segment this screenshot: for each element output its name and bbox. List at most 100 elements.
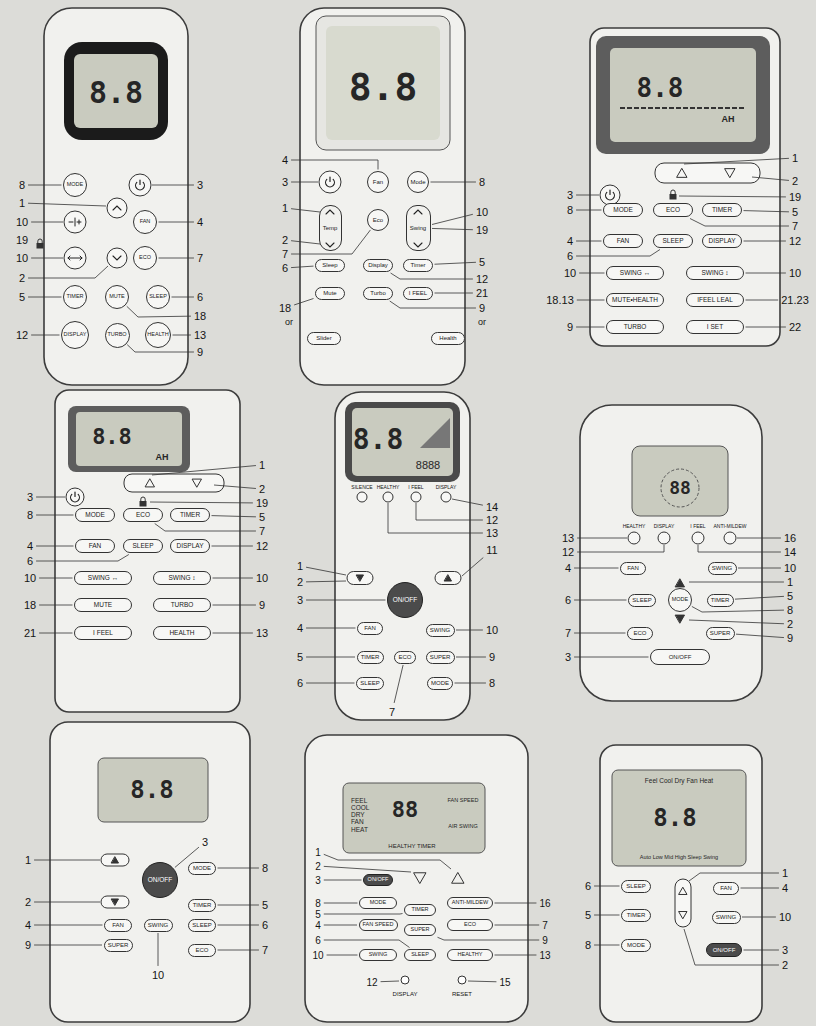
callout-number: 10 — [564, 267, 576, 279]
arrow-button — [101, 854, 129, 866]
leader-line — [576, 241, 601, 242]
screen-bezel — [316, 16, 450, 150]
callout-number: 6 — [315, 935, 321, 946]
callout-number: 5 — [479, 256, 485, 268]
remote-button: Temp — [319, 205, 342, 251]
display-readout: 8.8 — [89, 76, 143, 109]
button-label: SWING — [369, 952, 388, 958]
display-readout: Auto Low Mid High Sleep Swing — [640, 854, 718, 860]
leader-line — [294, 299, 313, 305]
remote-button: MODE — [63, 173, 87, 197]
up-arrow-symbol — [445, 575, 452, 581]
button-label: ON/OFF — [669, 654, 692, 660]
callout-number: 21 — [476, 287, 488, 299]
button-label: SWING — [148, 922, 168, 928]
callout-number: 18 — [279, 302, 291, 314]
lcd-screen — [98, 758, 208, 822]
remote-button: TIMER — [188, 899, 216, 912]
leader-line — [36, 515, 73, 516]
remote-button: SWING ↕ — [686, 266, 744, 280]
button-label: Health — [439, 335, 456, 341]
lcd-screen — [612, 770, 746, 866]
callout-number: 12 — [16, 329, 28, 341]
leader-line — [28, 185, 61, 186]
remote-button: SLEEP — [404, 949, 436, 961]
callout-number: 18.13 — [546, 294, 574, 306]
remote-button: Timer — [403, 259, 433, 272]
caption-text: HEALTHY — [377, 485, 400, 491]
leader-line — [752, 177, 789, 180]
leader-line — [28, 297, 61, 298]
callout-number: 5 — [19, 291, 25, 303]
remote-button: MODE — [427, 677, 453, 690]
remote-button: FAN — [104, 919, 132, 932]
button-label: I SET — [707, 324, 723, 331]
leader-line — [212, 546, 253, 547]
button-label: Eco — [373, 217, 383, 223]
callout-number: 13 — [486, 527, 498, 539]
leader-line — [306, 657, 355, 658]
reset-hole — [401, 976, 409, 984]
remote-button: MODE — [359, 897, 397, 909]
leader-line — [172, 297, 194, 298]
button-label: Slider — [316, 335, 331, 341]
callout-number: 2 — [282, 234, 288, 246]
callout-number: 4 — [565, 562, 571, 574]
callout-number: 7 — [389, 706, 395, 718]
remote-button: ECO — [653, 203, 693, 217]
leader-line — [159, 258, 194, 259]
callout-number: 2 — [315, 861, 321, 872]
callout-number: 14 — [784, 546, 796, 558]
leader-line — [212, 516, 256, 517]
leader-line — [594, 886, 619, 887]
remote-body — [55, 390, 240, 712]
leader-line — [324, 925, 357, 926]
leader-line — [159, 222, 194, 223]
remote-button: ECO — [188, 944, 216, 957]
callout-number: 4 — [315, 920, 321, 931]
callout-number: 21.23 — [781, 294, 809, 306]
down-arrow-symbol — [193, 479, 202, 487]
arrow-button — [435, 572, 461, 585]
leader-line — [324, 880, 362, 881]
callout-number: 6 — [585, 880, 591, 892]
caption-text: DISPLAY — [393, 991, 418, 998]
leader-line — [744, 241, 786, 242]
callout-number: 19 — [256, 497, 268, 509]
leader-line — [36, 497, 65, 498]
callout-number: 10 — [24, 572, 36, 584]
leader-line — [495, 955, 537, 956]
small-button — [383, 492, 393, 502]
leader-line — [291, 266, 313, 267]
lcd-screen — [74, 54, 158, 128]
callout-number: 7 — [282, 248, 288, 260]
leader-line — [742, 917, 776, 918]
leader-line — [324, 903, 358, 904]
button-label: SLEEP — [149, 294, 167, 300]
chevron-symbol — [113, 256, 121, 260]
caption-text: SILENCE — [351, 485, 372, 491]
callout-number: 19 — [789, 191, 801, 203]
callout-number: 2 — [297, 576, 303, 588]
display-readout: AIR SWING — [448, 823, 477, 829]
remote-button: MODE — [603, 203, 643, 217]
callout-number: 10 — [16, 252, 28, 264]
remote-body — [50, 722, 250, 1022]
button-label: Fan — [373, 179, 383, 185]
button-label: ECO — [398, 654, 411, 660]
callout-number: 1 — [282, 202, 288, 214]
leader-line — [435, 293, 473, 294]
remote-button: FAN — [713, 882, 739, 895]
remote-button: Health — [431, 332, 465, 345]
remote-button: SUPER — [426, 651, 455, 664]
leader-line — [34, 945, 102, 946]
remote-button: TURBO — [105, 323, 130, 348]
screen-bezel — [68, 406, 190, 472]
callout-number: 7 — [792, 220, 798, 232]
leader-line — [28, 203, 106, 206]
remote-button: MODE — [188, 862, 216, 875]
display-readout: FAN SPEED — [448, 797, 479, 803]
leader-line — [692, 606, 784, 612]
button-label: SUPER — [430, 654, 451, 660]
button-label: TIMER — [180, 512, 200, 519]
